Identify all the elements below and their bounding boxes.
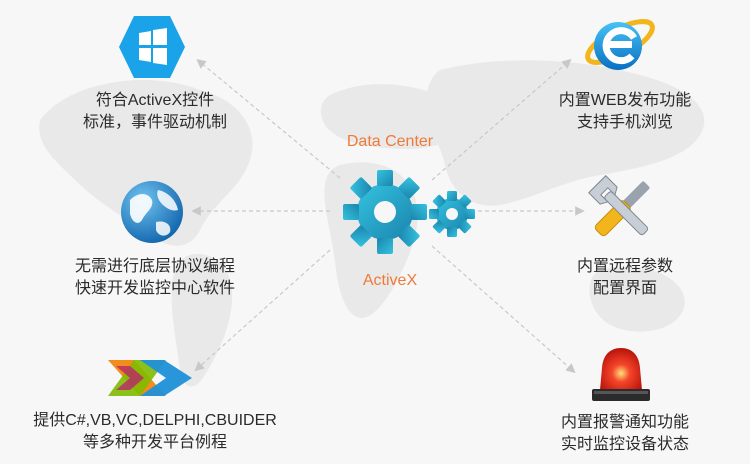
feature-web-line1: 内置WEB发布功能 xyxy=(558,92,692,109)
feature-examples-caption: 提供C#,VB,VC,DELPHI,CBUIDER 等多种开发平台例程 xyxy=(10,410,300,454)
feature-remote-line2: 配置界面 xyxy=(592,280,657,297)
arrow-to-examples xyxy=(194,249,331,372)
hub-subtitle: ActiveX xyxy=(362,272,418,289)
gears-hub-icon xyxy=(343,170,475,254)
hub-title: Data Center xyxy=(346,133,434,150)
feature-examples-line2: 等多种开发平台例程 xyxy=(82,434,227,451)
feature-alarm-line2: 实时监控设备状态 xyxy=(560,436,689,453)
arrow-to-web xyxy=(431,58,572,181)
arrow-to-activex xyxy=(196,58,341,179)
feature-protocol-caption: 无需进行底层协议编程 快速开发监控中心软件 xyxy=(40,256,270,300)
feature-activex-line1: 符合ActiveX控件 xyxy=(95,92,215,109)
feature-remote-caption: 内置远程参数 配置界面 xyxy=(545,256,705,300)
feature-alarm-caption: 内置报警通知功能 实时监控设备状态 xyxy=(535,412,715,456)
feature-activex-caption: 符合ActiveX控件 标准，事件驱动机制 xyxy=(70,90,240,134)
feature-examples-line1: 提供C#,VB,VC,DELPHI,CBUIDER xyxy=(33,412,277,429)
feature-activex-line2: 标准，事件驱动机制 xyxy=(82,114,227,131)
feature-protocol-line1: 无需进行底层协议编程 xyxy=(74,258,235,275)
feature-remote-line1: 内置远程参数 xyxy=(576,258,673,275)
feature-protocol-line2: 快速开发监控中心软件 xyxy=(74,280,235,297)
feature-web-line2: 支持手机浏览 xyxy=(576,114,673,131)
visual-studio-icon xyxy=(108,360,192,396)
windows-logo-icon xyxy=(119,16,185,78)
internet-explorer-icon xyxy=(585,19,655,70)
feature-alarm-line1: 内置报警通知功能 xyxy=(560,414,689,431)
tools-icon xyxy=(588,175,650,237)
alarm-siren-icon xyxy=(592,348,650,401)
arrow-to-alarm xyxy=(431,245,576,374)
globe-icon xyxy=(121,181,183,243)
feature-web-caption: 内置WEB发布功能 支持手机浏览 xyxy=(535,90,715,134)
